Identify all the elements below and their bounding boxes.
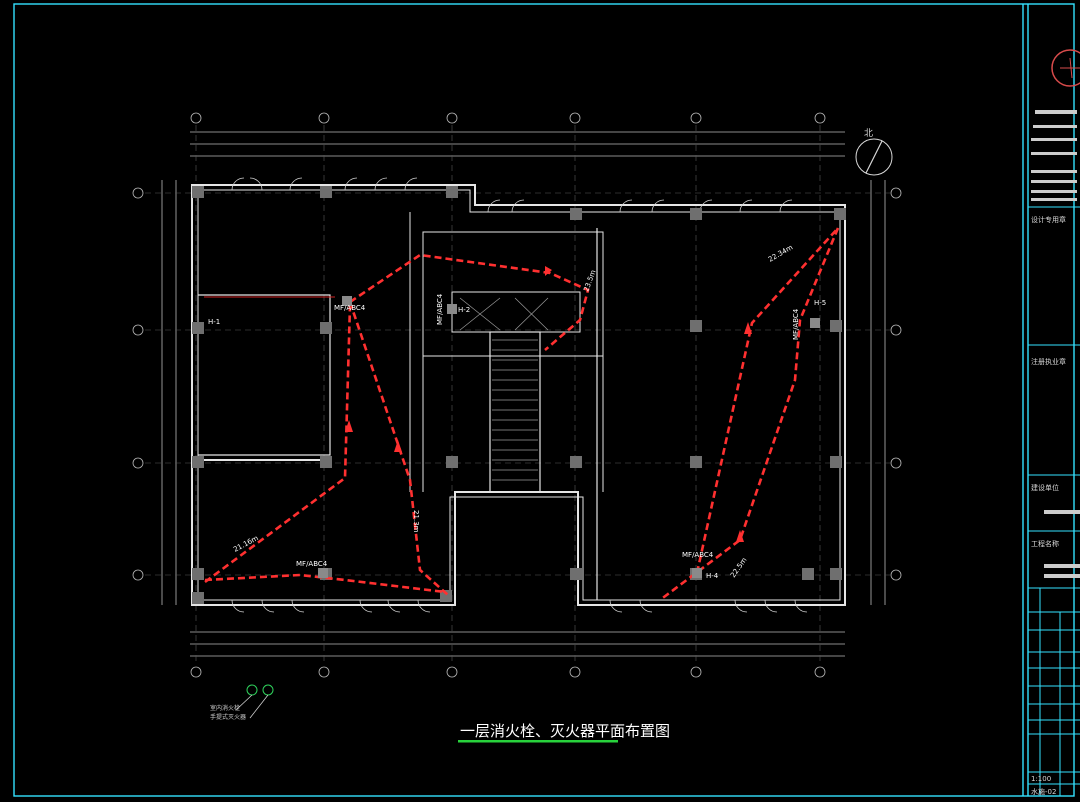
sheet-number: 水施-02	[1031, 787, 1056, 796]
extinguisher-label: MF/ABC4	[436, 293, 444, 325]
legend-item: 室内消火栓	[210, 704, 240, 712]
arrow-up-icon	[736, 530, 744, 542]
scale-value: 1:100	[1031, 775, 1051, 783]
route-right-up	[695, 227, 839, 574]
route-length-label: 21.16m	[232, 534, 260, 554]
hydrant-icon	[318, 568, 328, 578]
outer-border	[13, 3, 1075, 797]
title-underline	[458, 740, 618, 743]
door-swings	[231, 177, 808, 613]
legend-symbol-icon	[262, 684, 274, 696]
extinguisher-label: MF/ABC4	[792, 308, 800, 340]
north-label: 北	[864, 128, 873, 139]
equipment-markers	[318, 296, 820, 578]
hydrant-icon	[447, 304, 457, 314]
top-dimension-lines	[161, 131, 886, 657]
extinguisher-label: MF/ABC4	[296, 560, 328, 568]
hydrant-icon	[342, 296, 352, 306]
arrow-right-icon	[545, 266, 552, 276]
route-length-label: 21.3m	[412, 510, 420, 533]
hydrant-icon	[810, 318, 820, 328]
legend-symbol-icon	[246, 684, 258, 696]
title-block	[1028, 49, 1080, 796]
design-section-label: 设计专用章	[1031, 215, 1066, 224]
company-logo-icon	[1051, 49, 1080, 87]
drawing-title: 一层消火栓、灭火器平面布置图	[460, 722, 670, 740]
route-length-label: 23.5m	[582, 269, 597, 293]
client-section-label: 建设单位	[1031, 483, 1059, 492]
structural-columns	[192, 186, 846, 604]
extinguisher-label: MF/ABC4	[682, 551, 714, 559]
arrow-up-icon	[744, 322, 752, 334]
hydrant-label-h1: H-1	[208, 318, 220, 326]
core-hatching	[459, 297, 549, 481]
hydrant-label-h2: H-2	[458, 306, 470, 314]
arrow-up-icon	[345, 420, 353, 432]
sheet-frame	[13, 3, 1075, 797]
extinguisher-label: MF/ABC4	[334, 304, 366, 312]
hydrant-label-h5: H-5	[814, 299, 826, 307]
legend: 室内消火栓 手提式灭火器	[210, 684, 274, 721]
route-arrow-icons	[345, 266, 752, 542]
building-walls	[191, 184, 846, 606]
route-length-label: 22.5m	[729, 556, 749, 579]
route-bottom-left	[204, 573, 446, 594]
arrow-up-icon	[394, 440, 402, 452]
route-left-up	[204, 304, 352, 584]
hydrant-label-h4: H-4	[706, 572, 719, 580]
legend-item: 手提式灭火器	[210, 713, 246, 721]
route-right-down	[659, 227, 840, 602]
north-arrow-icon: 北	[855, 128, 893, 176]
route-length-label: 22.34m	[767, 243, 794, 263]
route-left-down	[348, 301, 449, 596]
title-block-text-lines	[1031, 110, 1080, 578]
review-section-label: 注册执业章	[1031, 357, 1066, 366]
hydrant-icon	[692, 568, 702, 578]
protection-routes	[204, 227, 840, 602]
route-top-core	[349, 253, 590, 351]
project-section-label: 工程名称	[1031, 539, 1059, 548]
axis-bubbles	[132, 112, 902, 678]
